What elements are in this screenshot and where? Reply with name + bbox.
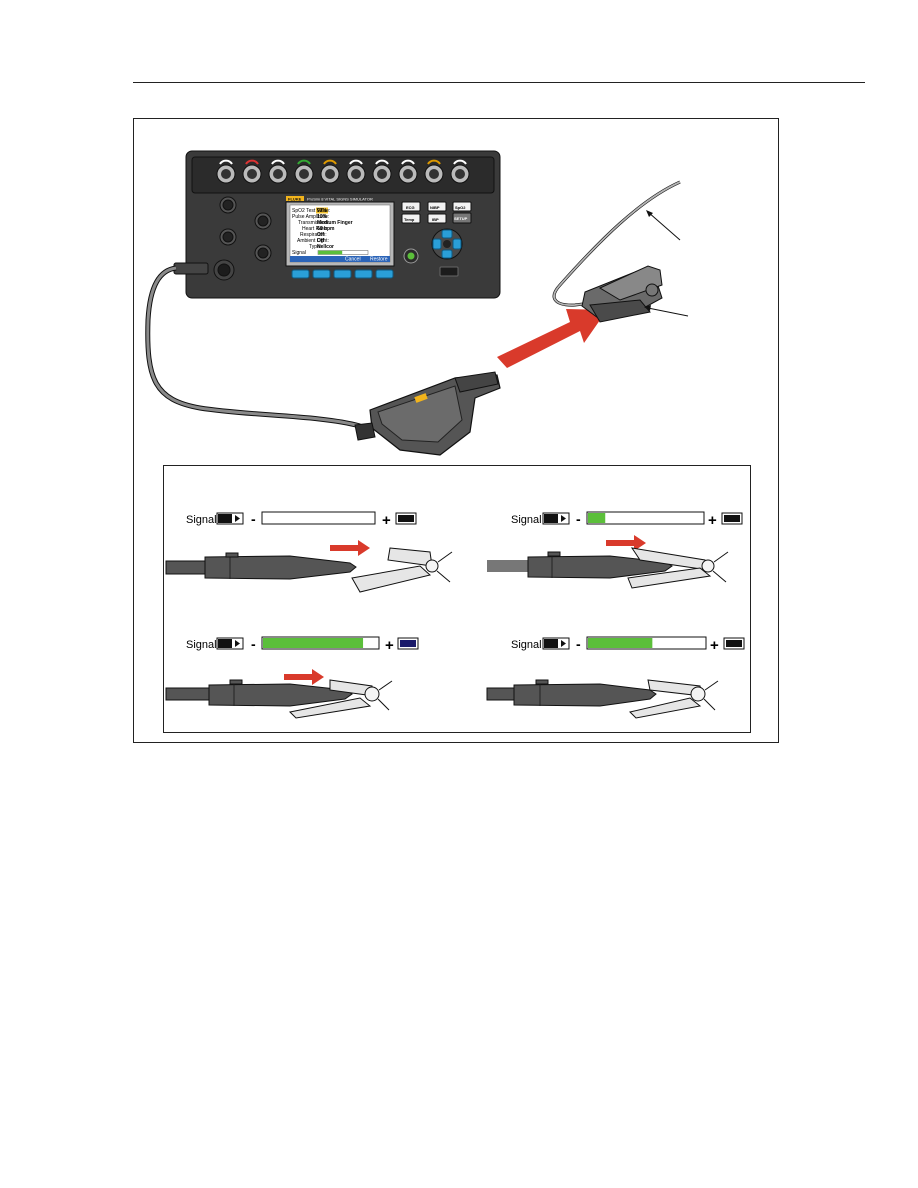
temp-key[interactable] — [401, 213, 421, 224]
decrease-icon-1 — [216, 512, 244, 525]
screen-row-value-4: Off — [317, 232, 325, 238]
plus-sign-3: + — [385, 637, 394, 654]
sensor-pointer-line — [647, 307, 689, 317]
softkey-4[interactable] — [354, 269, 373, 279]
decrease-icon-2 — [542, 512, 570, 525]
figure-frame — [133, 118, 779, 743]
brand-text: FLUKE — [288, 197, 302, 202]
model-text: ProSim 8 VITAL SIGNS SIMULATOR — [307, 197, 373, 202]
navigation-pad[interactable] — [431, 228, 463, 260]
spo2-finger-sensor — [552, 180, 681, 323]
function-keys[interactable]: ECG NIBP SpO2 Temp IBP SETUP — [401, 201, 472, 224]
setup-key[interactable] — [452, 212, 472, 224]
softkey-5[interactable] — [375, 269, 394, 279]
screen-row-value-5: Off — [317, 238, 325, 244]
enter-button[interactable] — [439, 266, 459, 277]
screen-row-label-2: Transmission: — [298, 220, 329, 226]
brand-logo — [286, 196, 304, 201]
softkey-2[interactable] — [312, 269, 331, 279]
increase-icon-4 — [723, 637, 745, 650]
screen-row-value-2: Medium Finger — [317, 220, 353, 226]
side-connectors — [213, 196, 272, 281]
nav-right-button[interactable] — [452, 238, 462, 250]
screen-row-label-4: Respiration: — [300, 232, 327, 238]
spo2-key-label: SpO2 — [455, 205, 466, 210]
ibp-key[interactable] — [427, 213, 447, 224]
ibp-key-label: IBP — [432, 217, 439, 222]
probe-illustration-3 — [165, 669, 393, 719]
minus-sign-4: - — [576, 636, 581, 652]
plus-sign-4: + — [710, 637, 719, 654]
signal-panel-2: Signal - + — [511, 511, 743, 529]
softkey-3[interactable] — [333, 269, 352, 279]
signal-label-3: Signal — [186, 639, 217, 651]
insert-arrow-2 — [606, 535, 646, 551]
signal-panel-1: Signal - + — [186, 511, 417, 529]
device-screen: SpO2 Test Value: 97% Pulse Amplitude: 10… — [285, 201, 395, 267]
increase-icon-1 — [395, 512, 417, 525]
screen-row-value-0: 97% — [317, 208, 328, 214]
nibp-key[interactable] — [427, 201, 447, 212]
minus-sign-2: - — [576, 511, 581, 527]
screen-row-label-0: SpO2 Test Value: — [292, 208, 330, 214]
signal-panels-frame — [163, 465, 751, 733]
signal-bar-1 — [261, 511, 376, 525]
screen-row-value-3: 60 bpm — [317, 226, 335, 232]
minus-sign-3: - — [251, 636, 256, 652]
softkey-1[interactable] — [291, 269, 310, 279]
insert-arrow-3 — [284, 669, 324, 685]
probe-illustration-2 — [487, 535, 729, 589]
adapter-logo — [414, 393, 428, 403]
screen-row-label-5: Ambient Light: — [297, 238, 329, 244]
signal-fill-3 — [263, 638, 364, 648]
plus-sign-2: + — [708, 512, 717, 529]
header-rule — [133, 82, 865, 83]
signal-bar-2 — [586, 511, 705, 525]
nav-down-button[interactable] — [441, 249, 453, 259]
finger-adapter — [354, 371, 501, 456]
signal-fill-2 — [588, 513, 606, 523]
signal-panel-3: Signal - + — [186, 636, 419, 654]
device-cable — [145, 262, 361, 429]
ecg-key[interactable] — [401, 201, 421, 212]
nav-left-button[interactable] — [432, 238, 442, 250]
increase-icon-2 — [721, 512, 743, 525]
signal-label-2: Signal — [511, 514, 542, 526]
softkeys[interactable] — [291, 269, 394, 279]
screen-row-label-6: Type: — [309, 244, 321, 250]
spo2-key[interactable] — [452, 201, 472, 212]
signal-panel-4: Signal - + — [511, 636, 745, 654]
ecg-key-label: ECG — [406, 205, 415, 210]
screen-row-value-1: 10% — [317, 214, 328, 220]
setup-key-label: SETUP — [454, 216, 468, 221]
screen-softkey-3: Restore — [370, 257, 388, 263]
decrease-icon-3 — [216, 637, 244, 650]
nibp-key-label: NIBP — [430, 205, 440, 210]
temp-key-label: Temp — [404, 217, 415, 222]
power-icon — [407, 252, 415, 260]
minus-sign-1: - — [251, 511, 256, 527]
increase-icon-3 — [397, 637, 419, 650]
screen-row-label-3: Heart Rate: — [302, 226, 328, 232]
screen-softkey-2: Cancel — [345, 257, 361, 263]
probe-illustration-4 — [486, 679, 719, 719]
signal-label-4: Signal — [511, 639, 542, 651]
decrease-icon-4 — [542, 637, 570, 650]
signal-label-1: Signal — [186, 514, 217, 526]
plus-sign-1: + — [382, 512, 391, 529]
simulator-device: FLUKE ProSim 8 VITAL SIGNS SIMULATOR SpO… — [185, 150, 501, 299]
probe-illustration-1 — [165, 540, 453, 593]
signal-fill-4 — [588, 638, 653, 648]
insert-arrow-1 — [330, 540, 370, 556]
screen-row-value-6: Nellcor — [317, 244, 334, 250]
screen-row-label-1: Pulse Amplitude: — [292, 214, 329, 220]
insert-direction-arrow — [497, 309, 607, 368]
cable-pointer-line — [647, 211, 681, 241]
nav-up-button[interactable] — [441, 229, 453, 239]
screen-signal-label: Signal — [292, 250, 306, 256]
